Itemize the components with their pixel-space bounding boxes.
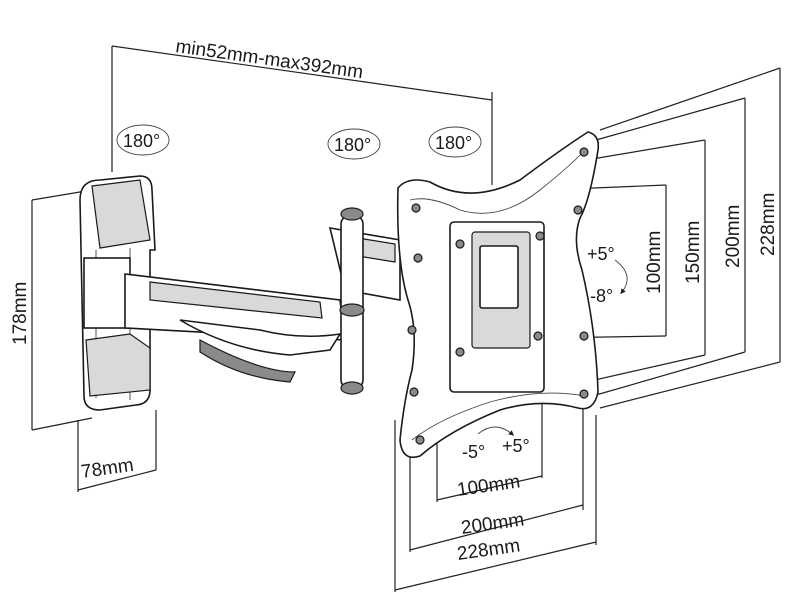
label-wall-plate-height: 178mm xyxy=(10,282,31,345)
label-vesa-h-228: 228mm xyxy=(456,535,522,565)
label-head-swivel: 180° xyxy=(435,133,472,153)
label-vesa-v-150: 150mm xyxy=(683,221,704,284)
label-vesa-v-100: 100mm xyxy=(644,231,665,294)
label-tilt-down: -8° xyxy=(590,286,613,306)
rotation-symbols xyxy=(116,124,628,436)
second-arm xyxy=(328,207,401,395)
vesa-plate xyxy=(396,131,600,459)
label-wall-swivel: 180° xyxy=(123,131,160,151)
label-arm-extension: min52mm-max392mm xyxy=(174,36,364,83)
vesa-holes xyxy=(407,147,589,445)
label-tilt-up: +5° xyxy=(587,244,615,264)
label-wall-plate-width: 78mm xyxy=(80,455,135,483)
label-level-left: -5° xyxy=(462,442,485,462)
label-level-right: +5° xyxy=(502,436,530,456)
wall-plate xyxy=(79,175,156,411)
label-arm-swivel: 180° xyxy=(334,135,371,155)
label-vesa-v-228: 228mm xyxy=(758,193,779,256)
label-vesa-h-100: 100mm xyxy=(456,471,522,501)
label-vesa-h-200: 200mm xyxy=(460,509,526,539)
label-vesa-v-200: 200mm xyxy=(723,205,744,268)
first-arm xyxy=(124,273,346,383)
dimension-lines xyxy=(31,45,781,592)
